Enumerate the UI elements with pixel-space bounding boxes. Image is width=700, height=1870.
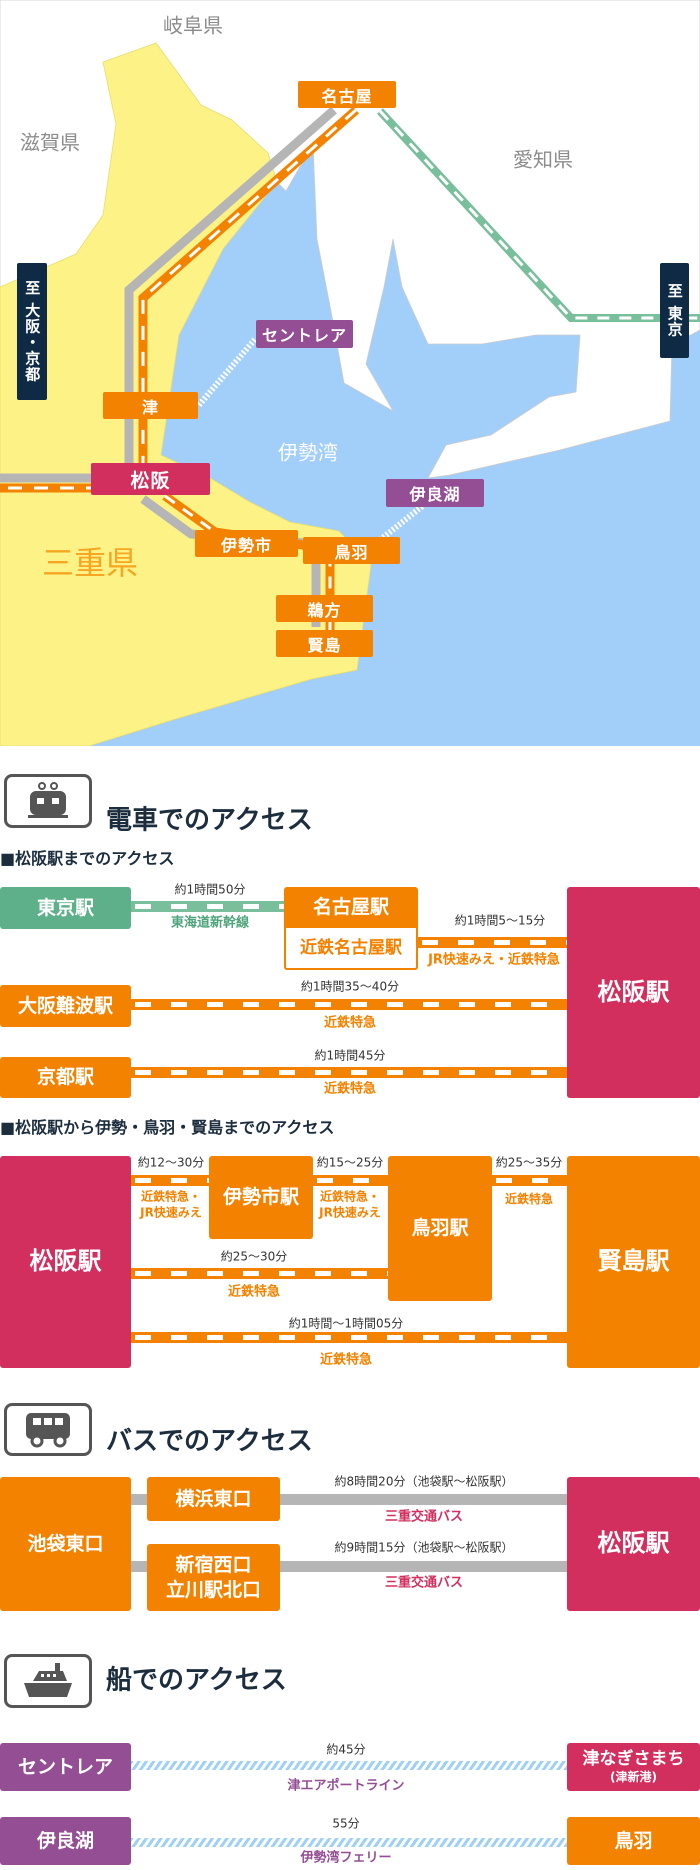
time-iseshi-toba: 約15〜25分 bbox=[316, 1155, 384, 1170]
bus-time-1: 約8時間20分（池袋駅〜松阪駅） bbox=[334, 1474, 514, 1489]
bus-route-2-line bbox=[131, 1561, 567, 1572]
map-station-nagoya[interactable]: 名古屋 bbox=[298, 81, 396, 108]
toba-kashikojima-line bbox=[492, 1175, 567, 1186]
route-toba-kashikojima: 近鉄特急 bbox=[504, 1192, 554, 1207]
ferry-time-1: 約45分 bbox=[326, 1742, 366, 1757]
tokaido-shinkansen-line bbox=[131, 901, 284, 912]
train-section-title: 電車でのアクセス bbox=[106, 805, 313, 836]
label-mie: 三重県 bbox=[41, 544, 139, 582]
land-mie bbox=[0, 42, 372, 746]
station-tokyo[interactable]: 東京駅 bbox=[0, 887, 131, 929]
kyoto-matsusaka-line bbox=[131, 1067, 567, 1078]
port-tsu-nagisamachi[interactable]: 津なぎさまち (津新港) bbox=[567, 1743, 700, 1791]
bus-icon bbox=[4, 1403, 92, 1456]
time-matsusaka-toba: 約25〜30分 bbox=[220, 1249, 288, 1264]
ferry-line-tsu bbox=[131, 1761, 567, 1770]
bus-route-2: 三重交通バス bbox=[384, 1575, 464, 1591]
bus-route-1: 三重交通バス bbox=[384, 1509, 464, 1525]
osaka-matsusaka-line bbox=[131, 999, 567, 1010]
time-kyoto: 約1時間45分 bbox=[314, 1048, 386, 1063]
station-iseshi[interactable]: 伊勢市駅 bbox=[209, 1156, 313, 1239]
matsusaka-toba-line bbox=[131, 1268, 388, 1279]
port-toba[interactable]: 鳥羽 bbox=[567, 1817, 700, 1865]
train-subheading-to-matsusaka: ■松阪駅までのアクセス bbox=[0, 849, 175, 868]
route-map: 岐阜県 滋賀県 愛知県 伊勢湾 三重県 至 大阪・京都 至 東京 名古屋 津 松… bbox=[0, 0, 700, 746]
time-matsusaka-kashikojima: 約1時間〜1時間05分 bbox=[288, 1316, 404, 1331]
iseshi-toba-line bbox=[313, 1175, 388, 1186]
map-station-matsusaka[interactable]: 松阪 bbox=[91, 463, 210, 495]
label-aichi: 愛知県 bbox=[513, 147, 573, 172]
ferry-route-tsu-centrair bbox=[196, 336, 259, 407]
station-nagoya[interactable]: 名古屋駅 bbox=[284, 887, 418, 928]
train-subheading-ise-toba-kashikojima: ■松阪駅から伊勢・鳥羽・賢島までのアクセス bbox=[0, 1118, 335, 1137]
map-station-ugata[interactable]: 鵜方 bbox=[276, 595, 373, 622]
matsusaka-iseshi-line bbox=[131, 1175, 209, 1186]
route-osaka: 近鉄特急 bbox=[323, 1015, 377, 1031]
ferry-time-2: 55分 bbox=[332, 1816, 360, 1831]
to-osaka-kyoto-sign: 至 大阪・京都 bbox=[17, 263, 47, 400]
jr-line bbox=[0, 106, 337, 483]
label-gifu: 岐阜県 bbox=[163, 13, 223, 38]
bus-time-2: 約9時間15分（池袋駅〜松阪駅） bbox=[334, 1540, 514, 1555]
stop-shinjuku-tachikawa[interactable]: 新宿西口 立川駅北口 bbox=[147, 1544, 280, 1611]
train-icon bbox=[4, 774, 92, 828]
map-station-kashikojima[interactable]: 賢島 bbox=[276, 630, 373, 657]
port-tsu-nagisamachi-sub: (津新港) bbox=[610, 1770, 657, 1785]
matsusaka-kashikojima-line bbox=[131, 1332, 567, 1343]
time-matsusaka-iseshi: 約12〜30分 bbox=[137, 1155, 205, 1170]
station-toba[interactable]: 鳥羽駅 bbox=[388, 1156, 492, 1301]
route-matsusaka-toba: 近鉄特急 bbox=[227, 1284, 281, 1300]
bus-section-title: バスでのアクセス bbox=[106, 1426, 313, 1457]
label-shiga: 滋賀県 bbox=[20, 130, 80, 155]
map-station-tsu[interactable]: 津 bbox=[103, 392, 198, 419]
to-tokyo-sign: 至 東京 bbox=[660, 263, 689, 358]
stop-ikebukuro[interactable]: 池袋東口 bbox=[0, 1477, 131, 1611]
port-centrair[interactable]: セントレア bbox=[0, 1743, 131, 1791]
station-kintetsu-nagoya[interactable]: 近鉄名古屋駅 bbox=[284, 928, 418, 970]
time-tokyo: 約1時間50分 bbox=[174, 882, 246, 897]
route-nagoya: JR快速みえ・近鉄特急 bbox=[428, 952, 560, 968]
stop-yokohama[interactable]: 横浜東口 bbox=[147, 1477, 280, 1521]
map-station-toba[interactable]: 鳥羽 bbox=[303, 537, 400, 564]
label-ise-bay: 伊勢湾 bbox=[278, 440, 338, 465]
station-matsusaka[interactable]: 松阪駅 bbox=[567, 887, 700, 1098]
route-tokyo: 東海道新幹線 bbox=[170, 915, 250, 931]
nagoya-matsusaka-line bbox=[418, 937, 567, 948]
time-nagoya: 約1時間5〜15分 bbox=[454, 913, 546, 928]
route-matsusaka-iseshi: 近鉄特急・ JR快速みえ bbox=[140, 1189, 202, 1219]
map-port-irago[interactable]: 伊良湖 bbox=[386, 479, 484, 507]
map-port-centrair[interactable]: セントレア bbox=[256, 320, 353, 348]
ship-section-title: 船でのアクセス bbox=[106, 1665, 287, 1696]
ferry-line-ise-bay bbox=[131, 1838, 567, 1847]
ferry-route-2: 伊勢湾フェリー bbox=[300, 1850, 392, 1866]
ship-icon bbox=[4, 1654, 92, 1708]
map-graphic bbox=[0, 0, 700, 746]
port-irago[interactable]: 伊良湖 bbox=[0, 1817, 131, 1865]
station-kashikojima[interactable]: 賢島駅 bbox=[567, 1156, 700, 1368]
station-osaka-namba[interactable]: 大阪難波駅 bbox=[0, 985, 131, 1027]
route-kyoto: 近鉄特急 bbox=[323, 1081, 377, 1097]
map-station-iseshi[interactable]: 伊勢市 bbox=[195, 530, 298, 557]
ferry-route-1: 津エアポートライン bbox=[287, 1778, 405, 1794]
station-matsusaka-2[interactable]: 松阪駅 bbox=[0, 1156, 131, 1368]
route-iseshi-toba: 近鉄特急・ JR快速みえ bbox=[319, 1189, 381, 1219]
time-osaka: 約1時間35〜40分 bbox=[300, 979, 400, 994]
port-tsu-nagisamachi-name: 津なぎさまち bbox=[582, 1749, 685, 1770]
stop-matsusaka[interactable]: 松阪駅 bbox=[567, 1477, 700, 1611]
route-matsusaka-kashikojima: 近鉄特急 bbox=[319, 1352, 373, 1368]
time-toba-kashikojima: 約25〜35分 bbox=[495, 1155, 563, 1170]
station-kyoto[interactable]: 京都駅 bbox=[0, 1057, 131, 1098]
bus-route-1-line bbox=[131, 1494, 567, 1505]
